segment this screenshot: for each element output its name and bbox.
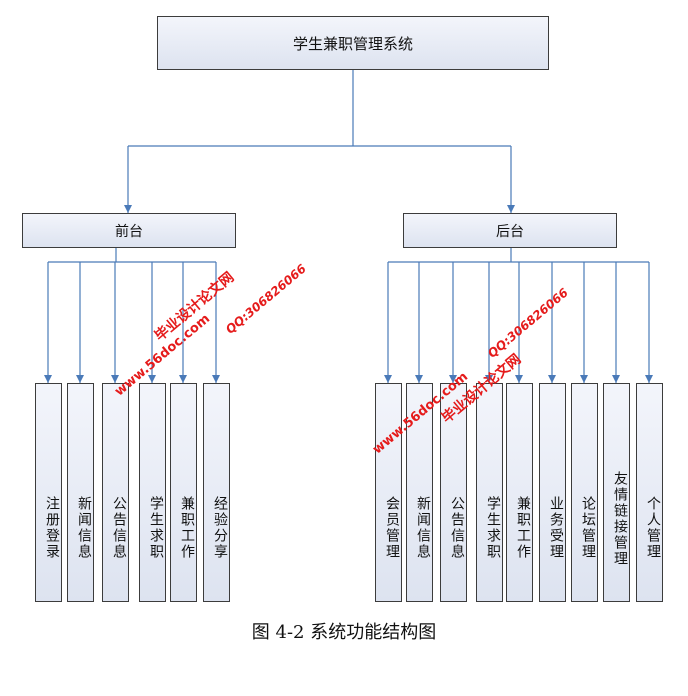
arrowhead [485,375,493,383]
arrowhead [612,375,620,383]
back-leaf-label: 业务受理 [548,495,564,560]
back-leaf-label: 新闻信息 [415,495,431,560]
front-label: 前台 [115,223,143,240]
arrowhead [212,375,220,383]
back-leaf-8: 友情链接管理 [603,383,630,602]
back-leaf-label: 个人管理 [645,495,661,560]
arrowhead [507,205,515,213]
front-leaf-3: 公告信息 [102,383,129,602]
arrowhead [645,375,653,383]
back-leaf-label: 公告信息 [449,495,465,560]
front-node: 前台 [22,213,236,248]
arrowhead [415,375,423,383]
front-leaf-label: 公告信息 [111,495,127,560]
back-leaf-7: 论坛管理 [571,383,598,602]
front-leaf-5: 兼职工作 [170,383,197,602]
front-leaf-label: 学生求职 [148,495,164,560]
front-leaf-6: 经验分享 [203,383,230,602]
back-leaf-1: 会员管理 [375,383,402,602]
arrowhead [148,375,156,383]
arrowhead [449,375,457,383]
front-leaf-label: 注册登录 [44,495,60,560]
root-node: 学生兼职管理系统 [157,16,549,70]
back-leaf-label: 友情链接管理 [612,470,628,567]
front-leaf-1: 注册登录 [35,383,62,602]
back-leaf-label: 会员管理 [384,495,400,560]
back-leaf-5: 兼职工作 [506,383,533,602]
back-leaf-label: 兼职工作 [515,495,531,560]
back-label: 后台 [496,223,524,240]
front-leaf-4: 学生求职 [139,383,166,602]
front-leaf-label: 经验分享 [212,495,228,560]
back-leaf-9: 个人管理 [636,383,663,602]
arrowhead [580,375,588,383]
arrowhead [44,375,52,383]
back-leaf-2: 新闻信息 [406,383,433,602]
arrowhead [76,375,84,383]
back-leaf-3: 公告信息 [440,383,467,602]
front-leaf-2: 新闻信息 [67,383,94,602]
back-leaf-label: 论坛管理 [580,495,596,560]
root-label: 学生兼职管理系统 [292,34,413,53]
back-leaf-6: 业务受理 [539,383,566,602]
front-leaf-label: 新闻信息 [76,495,92,560]
arrowhead [548,375,556,383]
arrowhead [384,375,392,383]
arrowhead [111,375,119,383]
back-node: 后台 [403,213,617,248]
arrowhead [515,375,523,383]
back-leaf-4: 学生求职 [476,383,503,602]
front-leaf-label: 兼职工作 [179,495,195,560]
arrowhead [179,375,187,383]
arrowhead [124,205,132,213]
figure-caption: 图 4-2 系统功能结构图 [251,622,437,643]
back-leaf-label: 学生求职 [485,495,501,560]
